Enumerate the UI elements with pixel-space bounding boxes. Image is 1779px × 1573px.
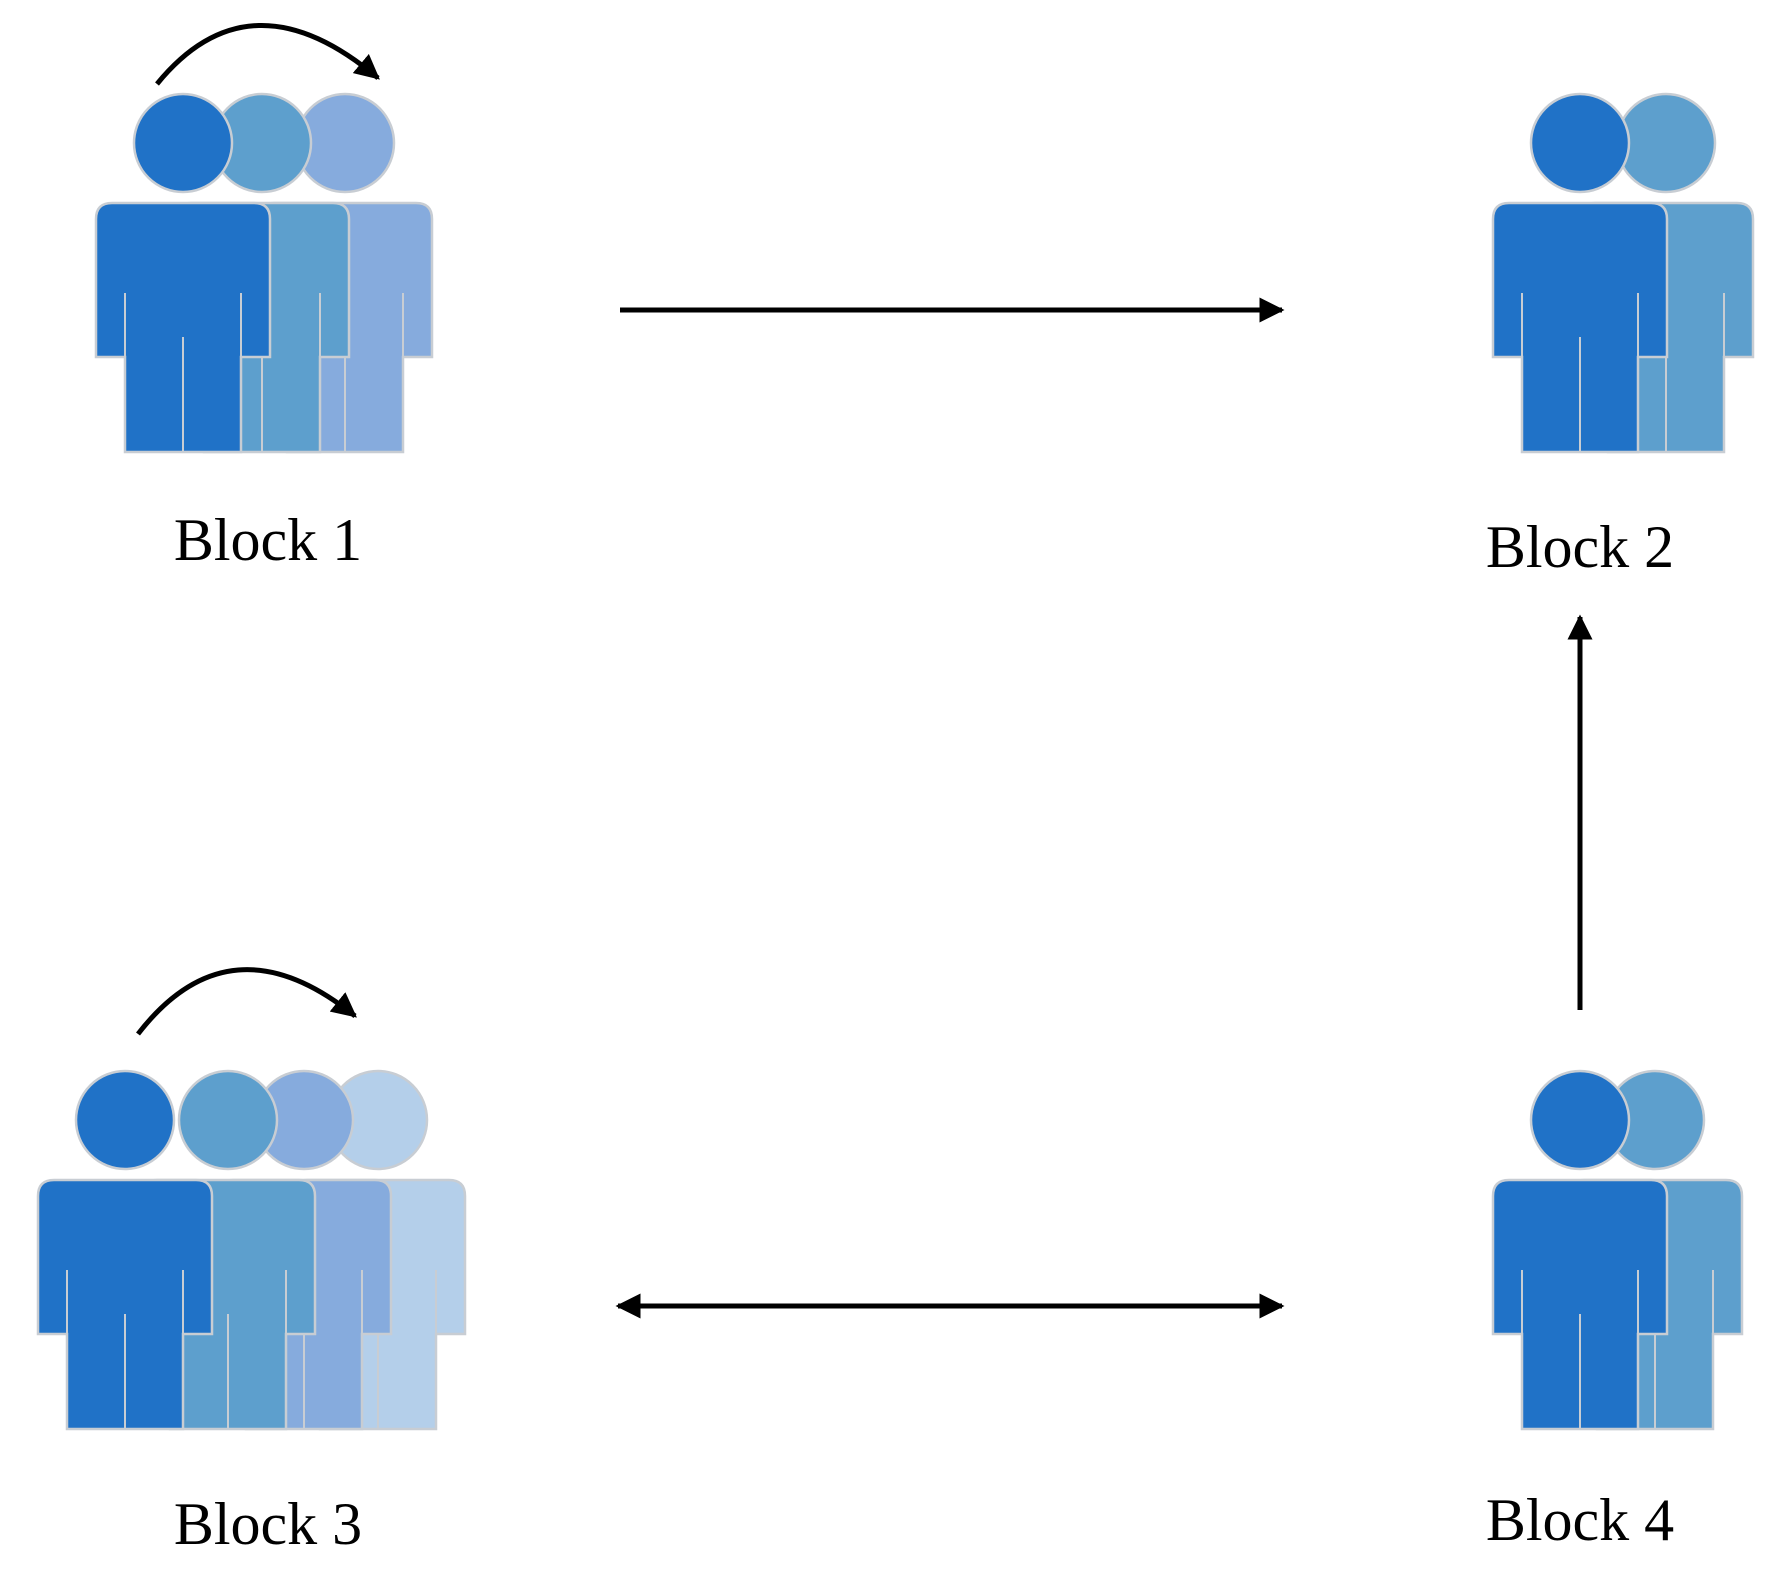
- block-2-person-1-icon: [1491, 92, 1669, 454]
- block-3-label: Block 3: [173, 1491, 363, 1557]
- block-1-person-1-icon: [94, 92, 272, 454]
- block-3-people-group: [36, 967, 467, 1431]
- block-2-person-1-icon-head: [1529, 92, 1631, 194]
- block-3-rotation-arrow-icon: [136, 967, 357, 1036]
- block-4-people-group: [1491, 1069, 1744, 1431]
- block-1-people-group: [94, 23, 434, 454]
- block-2-person-2-icon-head: [1615, 92, 1717, 194]
- block-1-label: Block 1: [173, 507, 363, 573]
- block-4-person-1-icon-head: [1529, 1069, 1631, 1171]
- block-2-people-group: [1491, 92, 1755, 454]
- block-3-person-1-icon-head: [74, 1069, 176, 1171]
- block-1-person-1-icon-head: [132, 92, 234, 194]
- block-3-person-1-icon: [36, 1069, 214, 1431]
- block-4-person-1-icon: [1491, 1069, 1669, 1431]
- block-4-label: Block 4: [1485, 1487, 1675, 1553]
- block-2-label: Block 2: [1485, 514, 1675, 580]
- arrows-layer: [615, 297, 1593, 1319]
- block-1-rotation-arrow-icon: [155, 23, 380, 86]
- people-layer: [36, 23, 1755, 1431]
- block-3-person-2-icon-head: [177, 1069, 279, 1171]
